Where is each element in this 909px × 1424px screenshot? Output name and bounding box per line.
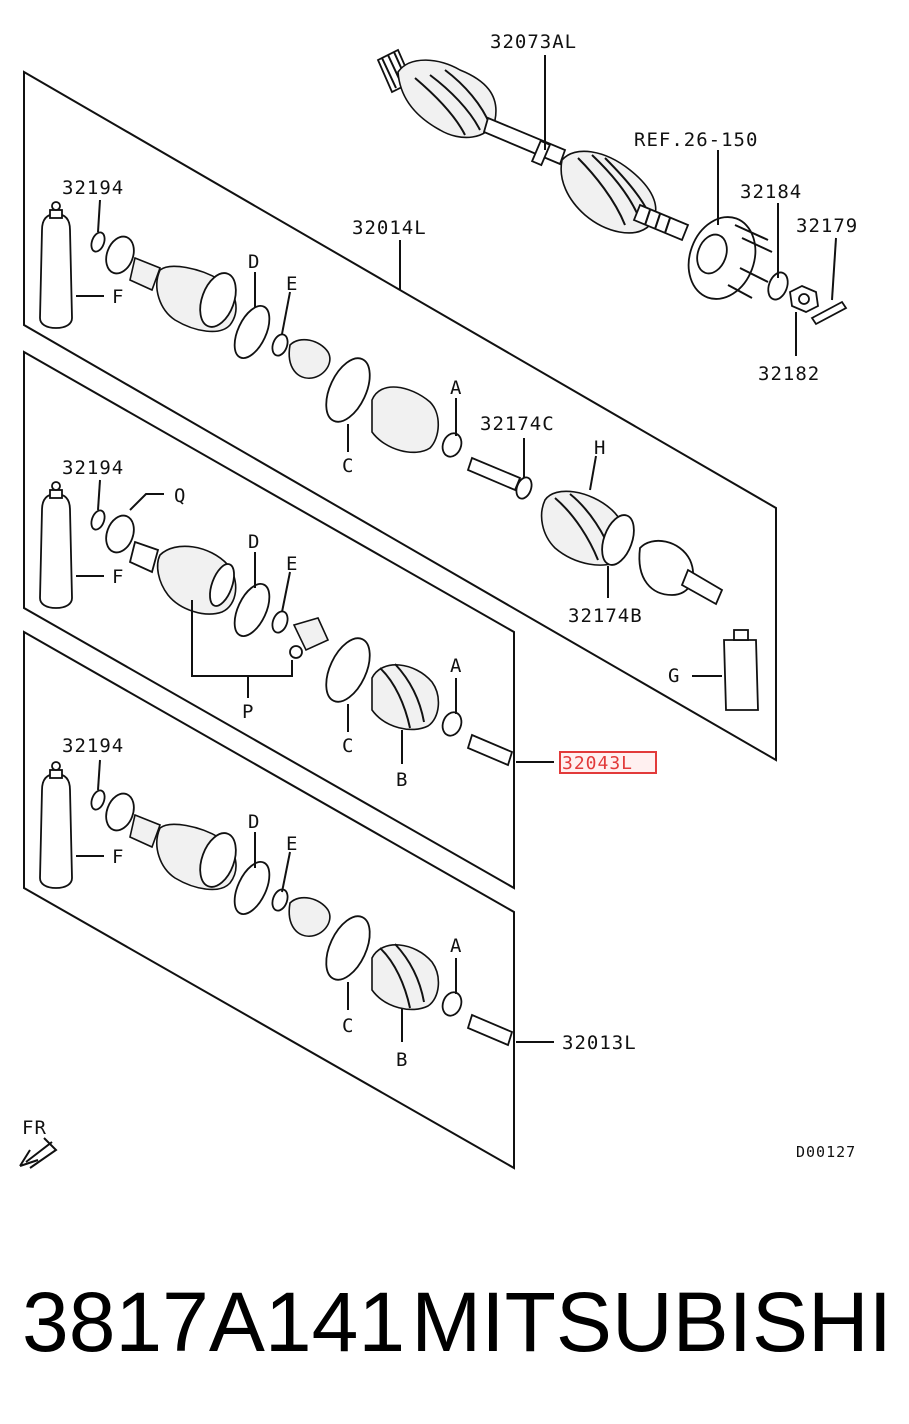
exploded-parts-diagram: 32073AL REF.26-150 32184 32179 32182 320…: [19, 31, 858, 1170]
label-f-panel1: F: [112, 286, 124, 308]
diagram-code: D00127: [796, 1143, 856, 1161]
cotter-pin-32179: [810, 300, 848, 326]
label-a-panel1: A: [450, 377, 462, 399]
label-p: P: [242, 701, 254, 723]
label-e-panel1: E: [286, 273, 298, 295]
label-32194-panel2: 32194: [62, 457, 124, 479]
label-d-panel2: D: [248, 531, 260, 553]
label-32194-panel3: 32194: [62, 735, 124, 757]
panel3-parts: [39, 761, 514, 1047]
nut-32182: [789, 285, 819, 313]
label-32179: 32179: [796, 215, 858, 237]
label-a-panel3: A: [450, 935, 462, 957]
part-caption: 3817A141 MITSUBISHI: [22, 1262, 892, 1382]
wheel-hub: [687, 216, 773, 300]
label-32184: 32184: [740, 181, 802, 203]
label-32174B: 32174B: [568, 605, 643, 627]
label-ref-26-150: REF.26-150: [634, 129, 758, 151]
brand-name: MITSUBISHI: [411, 1274, 892, 1369]
part-number: 3817A141: [22, 1274, 406, 1369]
label-g: G: [668, 665, 680, 687]
highlight-box-32043L: [559, 751, 657, 774]
label-d-panel3: D: [248, 811, 260, 833]
panel-32014L: [23, 70, 777, 762]
label-32182: 32182: [758, 363, 820, 385]
label-c-panel1: C: [342, 455, 354, 477]
label-b-panel3: B: [396, 1049, 408, 1071]
label-q: Q: [174, 485, 186, 507]
front-arrow-icon: [19, 1137, 58, 1169]
label-f-panel3: F: [112, 846, 124, 868]
label-32014L: 32014L: [352, 217, 427, 239]
leader-lines: [76, 55, 837, 1043]
label-c-panel3: C: [342, 1015, 354, 1037]
label-front: FR: [22, 1117, 47, 1139]
label-32174C: 32174C: [480, 413, 555, 435]
panel-32043L: [23, 350, 515, 890]
drive-shaft-assembly: [376, 48, 690, 242]
label-32194-panel1: 32194: [62, 177, 124, 199]
label-32073AL: 32073AL: [490, 31, 577, 53]
label-32013L: 32013L: [562, 1032, 637, 1054]
panel-32013L: [23, 630, 515, 1170]
panel1-parts: [39, 201, 759, 711]
label-c-panel2: C: [342, 735, 354, 757]
label-f-panel2: F: [112, 566, 124, 588]
label-h: H: [594, 437, 606, 459]
label-a-panel2: A: [450, 655, 462, 677]
label-e-panel3: E: [286, 833, 298, 855]
label-d-panel1: D: [248, 251, 260, 273]
label-b-panel2: B: [396, 769, 408, 791]
panel2-parts: [39, 481, 514, 767]
label-32043L[interactable]: 32043L: [562, 753, 633, 774]
washer-32184: [767, 271, 789, 301]
label-e-panel2: E: [286, 553, 298, 575]
